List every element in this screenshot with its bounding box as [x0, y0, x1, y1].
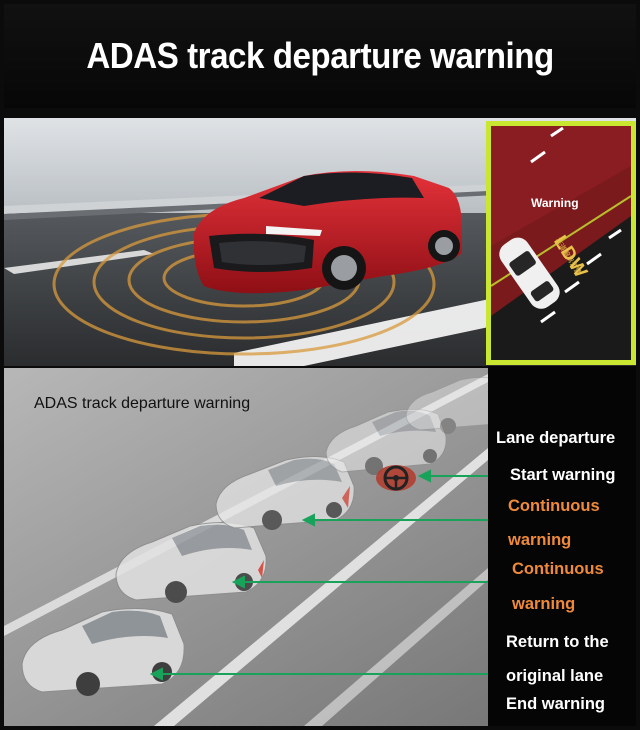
label-continuous-1: Continuous	[508, 497, 600, 515]
label-return-to-the: Return to the	[506, 633, 609, 651]
inset-illustration	[491, 126, 631, 360]
label-start-warning: Start warning	[510, 466, 616, 484]
car-silhouettes	[21, 376, 511, 696]
label-warning-1: warning	[508, 531, 572, 549]
page-title: ADAS track departure warning	[86, 35, 554, 76]
steering-wheel-icon	[376, 465, 416, 491]
label-original-lane: original lane	[506, 667, 604, 685]
inset-warning-label: Warning	[531, 196, 579, 210]
ldw-inset: Warning LDW 车道偏离预警	[486, 121, 636, 365]
diagram-title: ADAS track departure warning	[34, 395, 251, 412]
label-continuous-2: Continuous	[512, 560, 604, 578]
label-lane-departure: Lane departure	[496, 429, 616, 447]
label-warning-2: warning	[512, 595, 576, 613]
label-end-warning: End warning	[506, 695, 605, 713]
title-banner: ADAS track departure warning	[4, 4, 636, 108]
legend-panel: Lane departure Start warning Continuous …	[488, 366, 636, 726]
